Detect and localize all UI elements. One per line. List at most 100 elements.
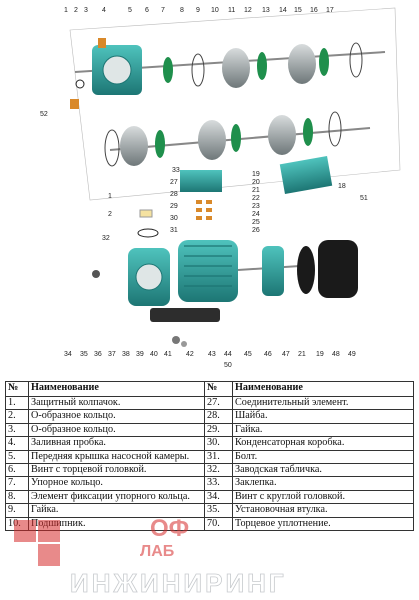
- part-number: 7.: [5, 476, 29, 491]
- parts-table: № Наименование № Наименование 1.Защитный…: [5, 381, 414, 532]
- part-number: 33.: [204, 476, 233, 491]
- motor-base: [150, 308, 220, 322]
- callout-label: 25: [252, 219, 260, 226]
- part-name: Защитный колпачок.: [28, 395, 205, 411]
- callout-label: 50: [224, 362, 232, 369]
- callout-label: 32: [102, 235, 110, 242]
- callout-label: 20: [252, 179, 260, 186]
- callout-label: 21: [252, 187, 260, 194]
- table-row: 8.Элемент фиксации упорного кольца.34.Ви…: [5, 489, 414, 505]
- callout-label: 41: [164, 351, 172, 358]
- impeller-stage: [163, 42, 363, 88]
- callout-label: 13: [262, 7, 270, 14]
- callout-label: 44: [224, 351, 232, 358]
- watermark-line3: ИНЖИНИРИНГ: [70, 568, 287, 598]
- impeller-stage-lower: [104, 111, 371, 167]
- fan-cover: [318, 240, 358, 298]
- col-name-header-2: Наименование: [232, 381, 414, 397]
- callout-label: 24: [252, 211, 260, 218]
- part-name: Упорное кольцо.: [28, 476, 205, 491]
- bolt-icon: [172, 336, 180, 344]
- callout-label: 19: [252, 171, 260, 178]
- filling-plug-icon: [98, 38, 106, 48]
- callout-label: 3: [84, 7, 88, 14]
- part-number: 8.: [5, 489, 29, 505]
- part-number: 6.: [5, 463, 29, 478]
- part-number: 32.: [204, 463, 233, 478]
- callout-label: 29: [170, 203, 178, 210]
- table-row: 3.О-образное кольцо.29.Гайка.: [5, 422, 414, 438]
- callout-label: 9: [196, 7, 200, 14]
- screw-icon: [92, 270, 100, 278]
- callout-label: 4: [102, 7, 106, 14]
- callout-label: 28: [170, 191, 178, 198]
- part-name: О-образное кольцо.: [28, 422, 205, 438]
- o-ring-icon: [137, 228, 159, 238]
- callout-label: 15: [294, 7, 302, 14]
- motor-assembly: [92, 240, 358, 347]
- part-number: 1.: [5, 395, 29, 411]
- col-name-header: Наименование: [28, 381, 205, 397]
- callout-label: 45: [244, 351, 252, 358]
- table-row: 1.Защитный колпачок.27.Соединительный эл…: [5, 395, 414, 411]
- part-number: 10.: [5, 516, 29, 532]
- part-number: 3.: [5, 422, 29, 438]
- part-number: 28.: [204, 409, 233, 424]
- callout-label: 30: [170, 215, 178, 222]
- callout-label: 18: [338, 183, 346, 190]
- part-number: 4.: [5, 436, 29, 451]
- part-name: Заводская табличка.: [232, 463, 414, 478]
- col-number-header-2: №: [204, 381, 233, 397]
- callout-label: 27: [170, 179, 178, 186]
- part-name: Гайка.: [232, 422, 414, 438]
- part-name: Заклепка.: [232, 476, 414, 491]
- part-name: Соединительный элемент.: [232, 395, 414, 411]
- callout-label: 2: [74, 7, 78, 14]
- callout-label: 37: [108, 351, 116, 358]
- callout-label: 40: [150, 351, 158, 358]
- part-name: Винт с круглой головкой.: [232, 489, 414, 505]
- part-name: Болт.: [232, 449, 414, 465]
- part-number: 9.: [5, 503, 29, 518]
- part-number: 29.: [204, 422, 233, 438]
- part-name: О-образное кольцо.: [28, 409, 205, 424]
- callout-label: 52: [40, 111, 48, 118]
- callout-label: 11: [228, 7, 235, 14]
- callout-label: 21: [298, 351, 306, 358]
- part-number: 2.: [5, 409, 29, 424]
- callout-label: 5: [128, 7, 132, 14]
- part-number: 27.: [204, 395, 233, 411]
- callout-label: 36: [94, 351, 102, 358]
- part-number: 70.: [204, 516, 233, 532]
- capacitor-box: [180, 156, 333, 220]
- callout-label: 7: [161, 7, 165, 14]
- part-number: 30.: [204, 436, 233, 451]
- callout-label: 26: [252, 227, 260, 234]
- callout-label: 6: [145, 7, 149, 14]
- part-name: Гайка.: [28, 503, 205, 518]
- table-row: 9.Гайка.35.Установочная втулка.: [5, 503, 414, 518]
- part-name: Установочная втулка.: [232, 503, 414, 518]
- callout-label: 8: [180, 7, 184, 14]
- table-row: 2.О-образное кольцо.28.Шайба.: [5, 409, 414, 424]
- table-row: 4.Заливная пробка.30.Конденсаторная коро…: [5, 436, 414, 451]
- part-name: Конденсаторная коробка.: [232, 436, 414, 451]
- callout-label: 12: [244, 7, 252, 14]
- table-row: 6.Винт с торцевой головкой.32.Заводская …: [5, 463, 414, 478]
- part-name: Винт с торцевой головкой.: [28, 463, 205, 478]
- callout-label: 16: [310, 7, 318, 14]
- part-name: Торцевое уплотнение.: [232, 516, 414, 532]
- callout-label: 2: [108, 211, 112, 218]
- part-number: 34.: [204, 489, 233, 505]
- callout-label: 33: [172, 167, 180, 174]
- table-row: 7.Упорное кольцо.33.Заклепка.: [5, 476, 414, 491]
- part-number: 5.: [5, 449, 29, 465]
- part-number: 35.: [204, 503, 233, 518]
- part-name: Заливная пробка.: [28, 436, 205, 451]
- callout-label: 1: [108, 193, 112, 200]
- callout-label: 49: [348, 351, 356, 358]
- table-row: 10.Подшипник.70.Торцевое уплотнение.: [5, 516, 414, 532]
- watermark-line2: ЛАБ: [140, 543, 174, 560]
